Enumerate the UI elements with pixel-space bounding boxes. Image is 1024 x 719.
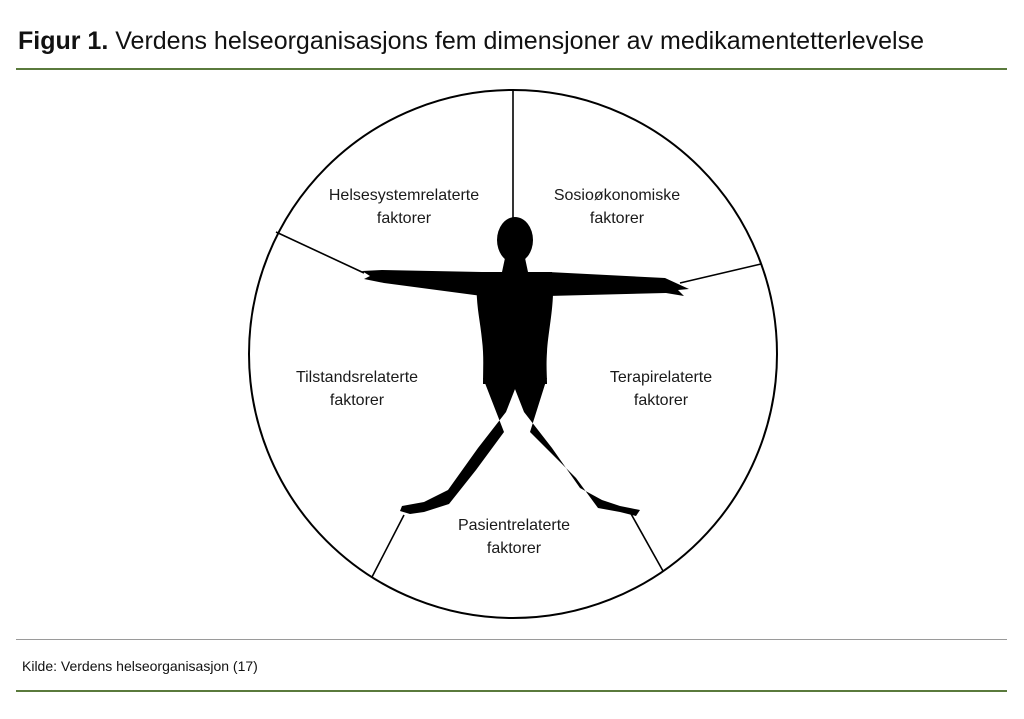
divider-line-bottom-right — [629, 511, 664, 572]
segment-label-socioeconomic: Sosioøkonomiske — [554, 187, 680, 204]
source-note: Kilde: Verdens helseorganisasjon (17) — [22, 658, 258, 674]
segment-label-patient: Pasientrelaterte — [458, 517, 570, 534]
segment-label-socioeconomic-suffix: faktorer — [590, 210, 645, 227]
divider-line-bottom-left — [371, 514, 405, 578]
segment-label-therapy: Terapirelaterte — [610, 369, 712, 386]
figure-label: Figur 1. — [18, 27, 109, 55]
divider-line-right — [679, 263, 762, 284]
segment-label-patient-suffix: faktorer — [487, 540, 542, 557]
bottom-divider — [16, 690, 1007, 692]
figure-title: Figur 1. Verdens helseorganisasjons fem … — [18, 26, 924, 56]
figure-title-text: Verdens helseorganisasjons fem dimensjon… — [115, 27, 925, 55]
segment-label-therapy-suffix: faktorer — [634, 392, 689, 409]
top-divider — [16, 68, 1007, 70]
source-divider — [16, 639, 1007, 640]
segment-label-condition-suffix: faktorer — [330, 392, 385, 409]
segment-label-health-system: Helsesystemrelaterte — [329, 187, 479, 204]
divider-line-left — [275, 231, 365, 274]
human-figure-icon — [362, 217, 689, 516]
segment-label-health-system-suffix: faktorer — [377, 210, 432, 227]
segment-label-condition: Tilstandsrelaterte — [296, 369, 418, 386]
